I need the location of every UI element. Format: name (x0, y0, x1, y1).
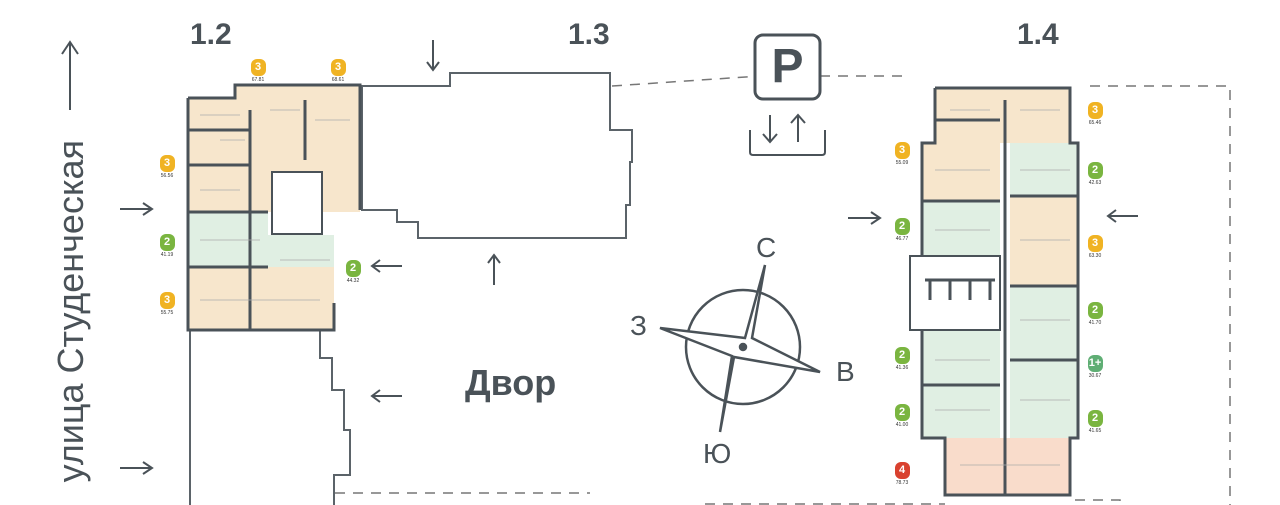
apartment-area: 46.77 (895, 236, 909, 242)
apartment-badge[interactable]: 1+30.67 (1075, 353, 1115, 379)
compass-rose (659, 264, 821, 433)
apartment-area: 41.00 (895, 422, 909, 428)
apartment-area: 41.70 (1088, 320, 1102, 326)
parking-sign (749, 33, 826, 156)
room-count: 4 (894, 462, 910, 479)
room-count: 3 (330, 59, 346, 76)
apartment-area: 41.19 (160, 252, 174, 258)
room-count: 3 (250, 59, 266, 76)
building-label-1-2: 1.2 (190, 18, 232, 51)
room-count: 2 (894, 404, 910, 421)
apartment-area: 55.75 (160, 310, 174, 316)
apartment-area: 44.32 (346, 278, 360, 284)
room-count: 2 (1087, 302, 1103, 319)
room-count: 2 (894, 218, 910, 235)
room-count: 3 (159, 155, 175, 172)
building-label-1-4: 1.4 (1017, 18, 1059, 51)
apartment-area: 56.56 (160, 173, 174, 179)
room-count: 3 (1087, 102, 1103, 119)
room-count: 2 (159, 234, 175, 251)
courtyard-label: Двор (465, 362, 557, 403)
room-count: 2 (894, 347, 910, 364)
building-1-4-plan (909, 86, 1080, 497)
apartment-area: 65.46 (1088, 120, 1102, 126)
apartment-area: 41.65 (1088, 428, 1102, 434)
entrance-arrows (61, 40, 1138, 475)
compass-south: Ю (703, 438, 732, 469)
apartment-area: 63.30 (1088, 253, 1102, 259)
room-count: 2 (1087, 410, 1103, 427)
apartment-area: 68.61 (331, 77, 345, 83)
apartment-area: 42.63 (1088, 180, 1102, 186)
room-count: 2 (1087, 162, 1103, 179)
room-count: 3 (1087, 235, 1103, 252)
building-label-1-3: 1.3 (568, 18, 610, 51)
building-lower-left-edge (190, 329, 351, 505)
building-1-2-plan (186, 83, 362, 332)
room-count: 3 (894, 142, 910, 159)
room-count: 1+ (1087, 355, 1103, 372)
room-count: 2 (345, 260, 361, 277)
compass-north: С (756, 232, 777, 263)
compass-east: В (836, 356, 855, 387)
apartment-area: 41.36 (895, 365, 909, 371)
building-1-3-outline (361, 72, 633, 239)
street-name: улица Студенческая (50, 140, 91, 483)
apartment-area: 67.81 (251, 77, 265, 83)
compass-west: З (630, 310, 647, 341)
apartment-area: 30.67 (1088, 373, 1102, 379)
site-boundary (335, 75, 1231, 505)
room-count: 3 (159, 292, 175, 309)
apartment-area: 55.09 (895, 160, 909, 166)
apartment-area: 78.73 (895, 480, 909, 486)
parking-label: P (771, 40, 804, 93)
